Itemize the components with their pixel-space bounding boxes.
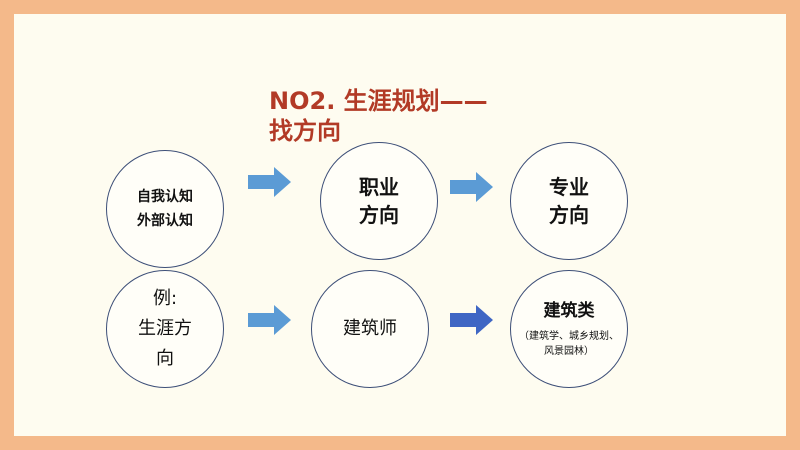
circle-sub-text-line-2: 风景园林） <box>544 346 594 357</box>
circle-main-text: 建筑类 <box>543 301 595 321</box>
circle-text-line-3: 向 <box>156 348 174 369</box>
circle-text-line-2: 外部认知 <box>137 213 193 229</box>
career-direction-circle: 职业 方向 <box>320 142 438 260</box>
circle-text-line-1: 例: <box>152 288 178 309</box>
architect-circle: 建筑师 <box>311 270 429 388</box>
circle-text-line-2: 生涯方 <box>138 318 192 339</box>
slide: NO2. 生涯规划—— 找方向 自我认知 外部认知 职业 方向 专业 方向 例:… <box>14 14 786 436</box>
slide-title: NO2. 生涯规划—— 找方向 <box>269 86 539 146</box>
circle-text-line-1: 专业 <box>549 175 589 199</box>
architecture-category-circle: 建筑类 （建筑学、城乡规划、 风景园林） <box>510 270 628 388</box>
arrow-right-icon <box>248 305 291 335</box>
example-circle: 例: 生涯方 向 <box>106 270 224 388</box>
circle-text-line-1: 自我认知 <box>137 189 193 205</box>
arrow-right-icon <box>248 167 291 197</box>
major-direction-circle: 专业 方向 <box>510 142 628 260</box>
circle-text-line-1: 职业 <box>359 175 399 199</box>
title-line-1: NO2. 生涯规划—— <box>269 87 488 115</box>
circle-text-line-2: 方向 <box>549 203 589 227</box>
arrow-right-icon <box>450 305 493 335</box>
circle-text-line-2: 方向 <box>359 203 399 227</box>
circle-text: 建筑师 <box>343 318 397 339</box>
circle-sub-text-line-1: （建筑学、城乡规划、 <box>519 331 619 342</box>
self-external-awareness-circle: 自我认知 外部认知 <box>106 150 224 268</box>
arrow-right-icon <box>450 172 493 202</box>
title-line-2: 找方向 <box>269 117 341 145</box>
